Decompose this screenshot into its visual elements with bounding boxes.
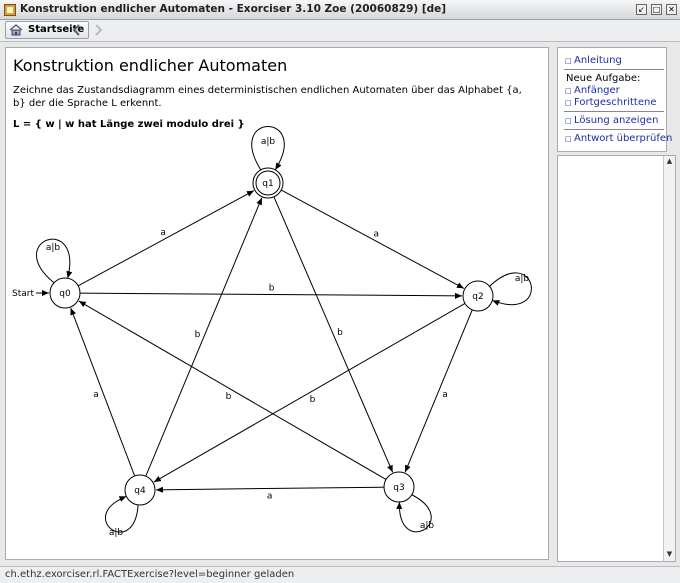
transition-loop-q3[interactable] [396, 494, 432, 533]
link-anleitung[interactable]: Anleitung [565, 55, 622, 66]
link-advanced[interactable]: Fortgeschrittene [565, 97, 656, 108]
state-q3[interactable]: q3 [383, 471, 415, 503]
transition-label: b [269, 284, 275, 294]
transition-q0-q2[interactable] [79, 292, 463, 299]
transition-q4-q0[interactable] [70, 307, 136, 477]
home-button-label: Startseite [28, 24, 85, 35]
transition-q3-q4[interactable] [155, 486, 385, 493]
maximize-button[interactable]: □ [651, 4, 662, 15]
transition-label: a [267, 491, 273, 501]
exercise-instruction: Zeichne das Zustandsdiagramm eines deter… [13, 85, 522, 109]
transition-q2-q4[interactable] [153, 303, 466, 483]
transition-q0-q1[interactable] [77, 190, 255, 287]
transition-q2-q3[interactable] [404, 309, 473, 473]
home-button[interactable]: Startseite [5, 21, 90, 39]
transition-loop-q2[interactable] [489, 272, 532, 306]
transition-label: b [310, 395, 316, 405]
transition-q1-q2[interactable] [280, 189, 465, 289]
transition-label: a [93, 390, 99, 400]
state-q2[interactable]: q2 [462, 280, 494, 312]
divider [564, 129, 664, 130]
link-beginner[interactable]: Anfänger [565, 85, 620, 96]
transition-label: a [442, 390, 448, 400]
forward-arrow-icon[interactable] [91, 23, 105, 37]
transition-q3-q0[interactable] [78, 300, 387, 480]
language-definition: L = { w | w hat Länge zwei modulo drei } [13, 119, 245, 130]
vertical-scrollbar[interactable]: ▲ ▼ [663, 156, 675, 561]
sidebar-actions: Anleitung Neue Aufgabe: Anfänger Fortges… [557, 47, 672, 152]
state-circle [124, 474, 156, 506]
start-label: Start [12, 289, 34, 299]
minimize-button[interactable]: ↙ [636, 4, 647, 15]
state-label: q2 [472, 292, 483, 302]
scroll-down-icon[interactable]: ▼ [666, 550, 673, 558]
window-titlebar: Konstruktion endlicher Automaten - Exorc… [0, 0, 680, 20]
minimize-icon: ↙ [638, 5, 645, 14]
status-text: ch.ethz.exorciser.rl.FACTExercise?level=… [5, 569, 295, 580]
divider [564, 69, 664, 70]
state-label: q4 [134, 486, 146, 496]
state-circle [252, 167, 284, 199]
home-icon [9, 24, 23, 36]
state-label: q1 [262, 179, 273, 189]
transition-label: a [160, 228, 166, 238]
link-show-solution[interactable]: Lösung anzeigen [565, 115, 658, 126]
new-task-label: Neue Aufgabe: [566, 73, 641, 84]
exercise-panel: Konstruktion endlicher Automaten Zeichne… [5, 47, 549, 560]
link-check-answer[interactable]: Antwort überprüfen [565, 133, 672, 144]
state-circle [383, 471, 415, 503]
state-q0[interactable]: q0 [49, 277, 81, 309]
divider [564, 111, 664, 112]
close-icon: ✕ [668, 5, 675, 14]
transition-label: a|b [46, 243, 61, 253]
transition-loop-q4[interactable] [104, 495, 139, 533]
scroll-up-icon[interactable]: ▲ [666, 157, 673, 165]
back-arrow-icon[interactable] [70, 23, 84, 37]
state-circle [49, 277, 81, 309]
maximize-icon: □ [652, 5, 661, 14]
transition-label: a|b [420, 521, 435, 531]
app-icon [4, 4, 16, 16]
transition-label: a|b [109, 528, 124, 538]
transition-label: b [337, 328, 343, 338]
toolbar: Startseite [0, 20, 680, 42]
state-q4[interactable]: q4 [124, 474, 156, 506]
accepting-ring [255, 170, 281, 196]
transition-label: b [195, 330, 201, 340]
state-label: q3 [393, 483, 404, 493]
state-label: q0 [59, 289, 71, 299]
transition-q4-q1[interactable] [145, 197, 263, 477]
close-button[interactable]: ✕ [666, 4, 677, 15]
transition-label: b [226, 392, 232, 402]
status-bar: ch.ethz.exorciser.rl.FACTExercise?level=… [0, 566, 680, 583]
transition-label: a|b [515, 274, 530, 284]
transition-q1-q3[interactable] [273, 196, 394, 473]
state-q1[interactable]: q1 [252, 167, 284, 199]
transition-label: a|b [261, 137, 276, 147]
transition-loop-q1[interactable] [251, 126, 285, 171]
transition-loop-q0[interactable] [36, 238, 73, 284]
sidebar-info-panel: ▲ ▼ [557, 155, 676, 562]
transition-label: a [374, 229, 380, 239]
page-title: Konstruktion endlicher Automaten [13, 56, 288, 75]
state-circle [462, 280, 494, 312]
window-title: Konstruktion endlicher Automaten - Exorc… [20, 3, 447, 15]
